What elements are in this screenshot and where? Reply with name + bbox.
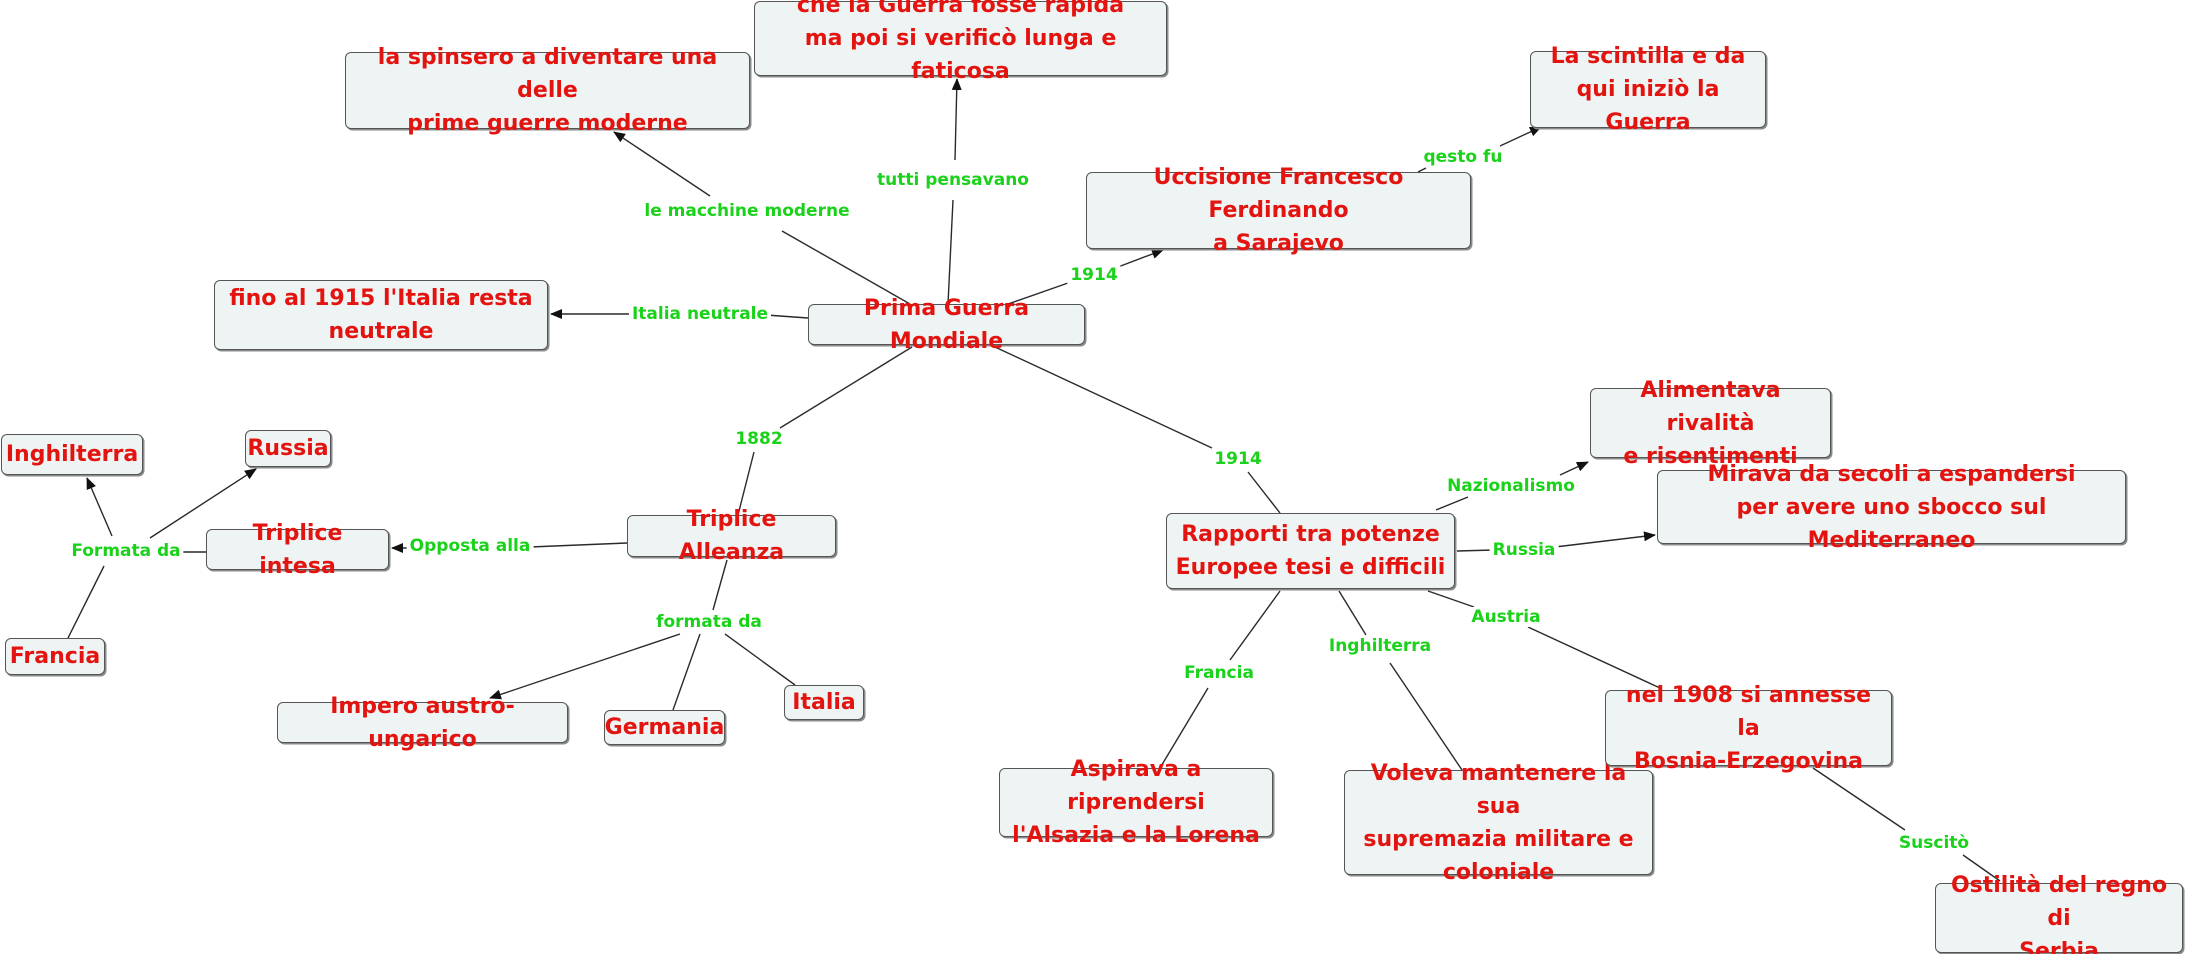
node-russia[interactable]: Russia xyxy=(245,430,331,467)
node-alimentava-rivalita[interactable]: Alimentava rivalità e risentimenti xyxy=(1590,378,1831,469)
label-qesto-fu[interactable]: qesto fu xyxy=(1420,147,1506,167)
node-germania[interactable]: Germania xyxy=(604,710,725,745)
node-annesse-bosnia[interactable]: nel 1908 si annesse la Bosnia-Erzegovina xyxy=(1605,683,1892,774)
link-segment xyxy=(149,468,257,539)
link-segment xyxy=(1435,496,1469,511)
node-ostilita-serbia[interactable]: Ostilità del regno di Serbia xyxy=(1935,873,2183,954)
link-segment xyxy=(951,78,962,161)
label-austria[interactable]: Austria xyxy=(1468,607,1544,627)
link-segment xyxy=(1247,471,1281,514)
label-russia[interactable]: Russia xyxy=(1489,540,1559,560)
label-macchine-moderne[interactable]: le macchine moderne xyxy=(641,201,853,221)
link-segment xyxy=(1456,549,1495,552)
link-segment xyxy=(1007,282,1069,305)
node-guerra-rapida[interactable]: che la Guerra fosse rapida ma poi si ver… xyxy=(754,0,1167,84)
label-francia[interactable]: Francia xyxy=(1181,663,1257,683)
node-aspirava-alsazia[interactable]: Aspirava a riprendersi l'Alsazia e la Lo… xyxy=(999,757,1273,848)
node-francia[interactable]: Francia xyxy=(5,638,105,675)
link-segment xyxy=(712,559,728,611)
link-segment xyxy=(737,451,755,516)
node-mirava-espandersi[interactable]: Mirava da secoli a espandersi per avere … xyxy=(1657,462,2126,553)
label-1914-rapporti[interactable]: 1914 xyxy=(1211,449,1265,469)
link-segment xyxy=(947,199,954,305)
link-segment xyxy=(529,542,628,548)
node-inghilterra[interactable]: Inghilterra xyxy=(1,434,143,475)
link-segment xyxy=(1427,590,1475,608)
link-segment xyxy=(1338,590,1367,636)
link-segment xyxy=(86,477,113,537)
link-segment xyxy=(1527,626,1661,689)
link-segment xyxy=(1159,687,1209,769)
label-opposta-alla[interactable]: Opposta alla xyxy=(406,536,534,556)
link-segment xyxy=(1417,167,1427,173)
label-formata-da-alleanza[interactable]: formata da xyxy=(653,612,765,632)
link-segment xyxy=(1962,854,2001,882)
label-suscito[interactable]: Suscitò xyxy=(1895,833,1973,853)
link-segment xyxy=(672,633,701,711)
link-segment xyxy=(1229,590,1281,661)
node-triplice-intesa[interactable]: Triplice intesa xyxy=(206,521,389,579)
link-segment xyxy=(1117,249,1164,268)
link-segment xyxy=(724,633,796,686)
node-scintilla[interactable]: La scintilla e da qui iniziò la Guerra xyxy=(1530,44,1766,135)
link-segment xyxy=(779,346,913,429)
link-segment xyxy=(489,633,681,700)
node-uccisione-ferdinando[interactable]: Uccisione Francesco Ferdinando a Sarajev… xyxy=(1086,165,1471,256)
link-segment xyxy=(994,346,1213,449)
link-segment xyxy=(781,230,911,305)
node-italia-neutrale[interactable]: fino al 1915 l'Italia resta neutrale xyxy=(214,280,548,350)
node-rapporti-potenze[interactable]: Rapporti tra potenze Europee tesi e diff… xyxy=(1166,513,1455,589)
label-tutti-pensavano[interactable]: tutti pensavano xyxy=(874,170,1032,190)
node-triplice-alleanza[interactable]: Triplice Alleanza xyxy=(627,507,836,565)
label-nazionalismo[interactable]: Nazionalismo xyxy=(1444,476,1578,496)
node-prima-guerra-mondiale[interactable]: Prima Guerra Mondiale xyxy=(808,296,1085,354)
label-1882[interactable]: 1882 xyxy=(732,429,786,449)
link-segment xyxy=(1554,531,1656,548)
node-prime-guerre-moderne[interactable]: la spinsero a diventare una delle prime … xyxy=(345,45,750,136)
label-italia-neutrale[interactable]: Italia neutrale xyxy=(628,304,772,324)
link-segment xyxy=(1389,662,1463,771)
node-impero-austro-ungarico[interactable]: Impero austro-ungarico xyxy=(277,694,568,752)
label-1914-uccisione[interactable]: 1914 xyxy=(1067,265,1121,285)
label-inghilterra[interactable]: Inghilterra xyxy=(1325,636,1435,656)
label-formata-da-intesa[interactable]: Formata da xyxy=(68,541,184,561)
node-italia[interactable]: Italia xyxy=(784,685,864,720)
node-voleva-supremazia[interactable]: Voleva mantenere la sua supremazia milit… xyxy=(1344,761,1653,885)
link-segment xyxy=(765,314,809,319)
link-segment xyxy=(613,131,711,197)
link-segment xyxy=(1559,461,1589,476)
link-segment xyxy=(67,565,105,639)
link-segment xyxy=(1812,767,1906,831)
link-segment xyxy=(1499,126,1542,147)
